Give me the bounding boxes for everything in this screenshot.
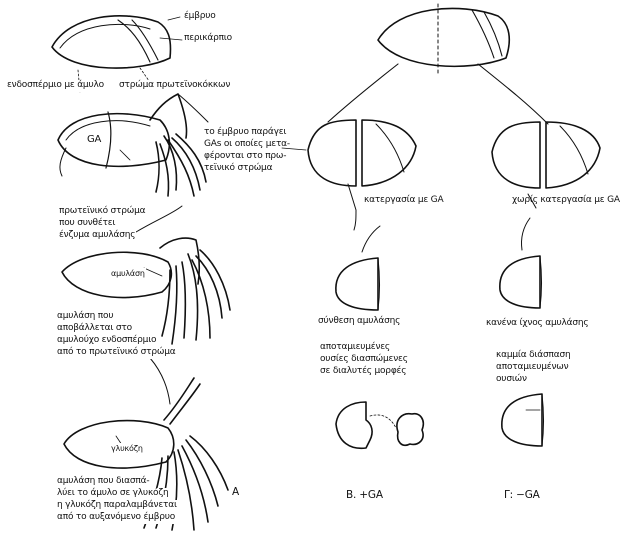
label-without-ga: χωρίς κατεργασία με GA: [512, 195, 620, 207]
digested-half-seed: [336, 402, 423, 448]
label-no-amylase: κανένα ίχνος αμυλάσης: [486, 318, 589, 330]
label-embryo: έμβρυο: [184, 11, 216, 23]
label-pericarp: περικάρπιο: [184, 33, 232, 45]
panel-label-a: A: [232, 487, 239, 499]
half-seed-c: [500, 218, 542, 308]
label-treated-with-ga: κατεργασία με GA: [364, 195, 443, 207]
seed-whole: [52, 16, 171, 68]
half-seed-b: [336, 226, 380, 310]
label-amylase-synthesis: σύνθεση αμυλάσης: [318, 316, 400, 328]
panel-label-b: B. +GA: [346, 490, 383, 502]
label-ga: GA: [86, 134, 102, 146]
panel-label-c: Γ: −GA: [504, 490, 540, 502]
label-protein-layer: στρώμα πρωτεϊνοκόκκων: [118, 80, 231, 92]
label-endosperm: ενδοσπέρμιο με άμυλο: [6, 80, 105, 92]
label-amylase-in-seed: αμυλάση: [110, 268, 146, 280]
seed-halves-b: [308, 120, 416, 186]
seed-germinating: [58, 94, 208, 196]
intact-half-seed: [502, 394, 544, 446]
seed-halves-c: [492, 122, 600, 188]
label-glucose-in-seed: γλυκόζη: [110, 443, 144, 455]
seed-top-split: [378, 4, 509, 76]
